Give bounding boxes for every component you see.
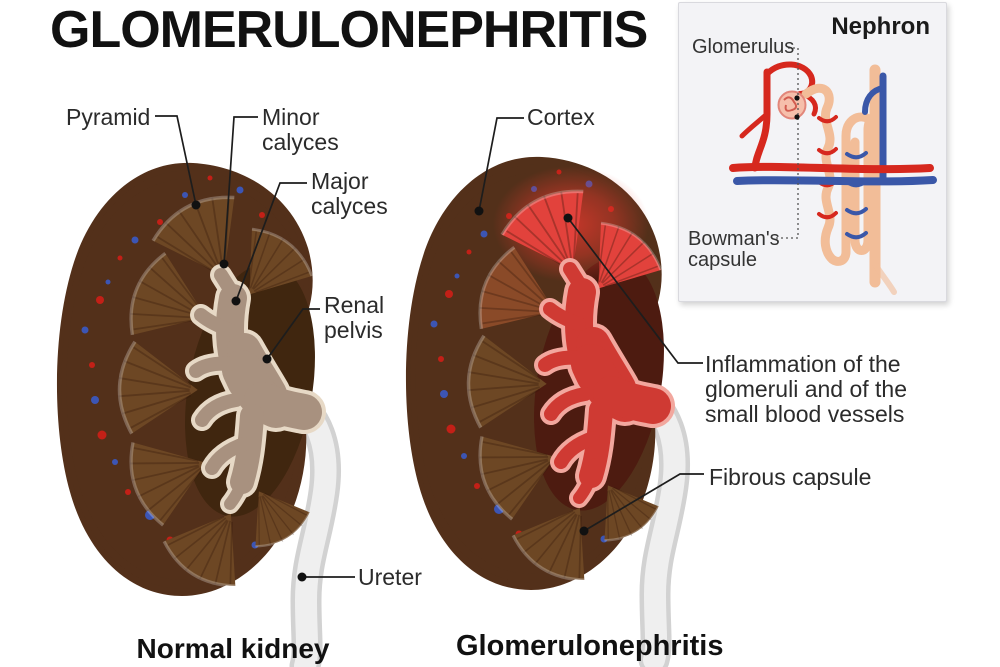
diseased-kidney-illustration xyxy=(406,157,682,660)
normal-kidney-illustration xyxy=(57,163,333,666)
label-pyramid: Pyramid xyxy=(66,104,151,130)
caption-normal-kidney: Normal kidney xyxy=(136,633,330,664)
leader-dots xyxy=(191,200,589,582)
inset-label-glomerulus: Glomerulus xyxy=(692,36,795,58)
label-inflammation: Inflammation of the glomeruli and of the… xyxy=(705,351,908,427)
label-ureter: Ureter xyxy=(358,564,422,590)
leader-lines xyxy=(155,115,704,578)
inset-title-nephron: Nephron xyxy=(831,13,930,40)
label-minor-calyces: Minor calyces xyxy=(262,104,339,155)
label-major-calyces: Major calyces xyxy=(311,168,388,219)
inset-label-bowmans-capsule: Bowman's capsule xyxy=(688,228,780,271)
label-renal-pelvis: Renal pelvis xyxy=(324,292,385,343)
label-cortex: Cortex xyxy=(527,104,595,130)
label-fibrous-capsule: Fibrous capsule xyxy=(709,464,872,490)
page-title: GLOMERULONEPHRITIS xyxy=(50,1,648,59)
caption-glomerulonephritis: Glomerulonephritis xyxy=(456,630,724,662)
